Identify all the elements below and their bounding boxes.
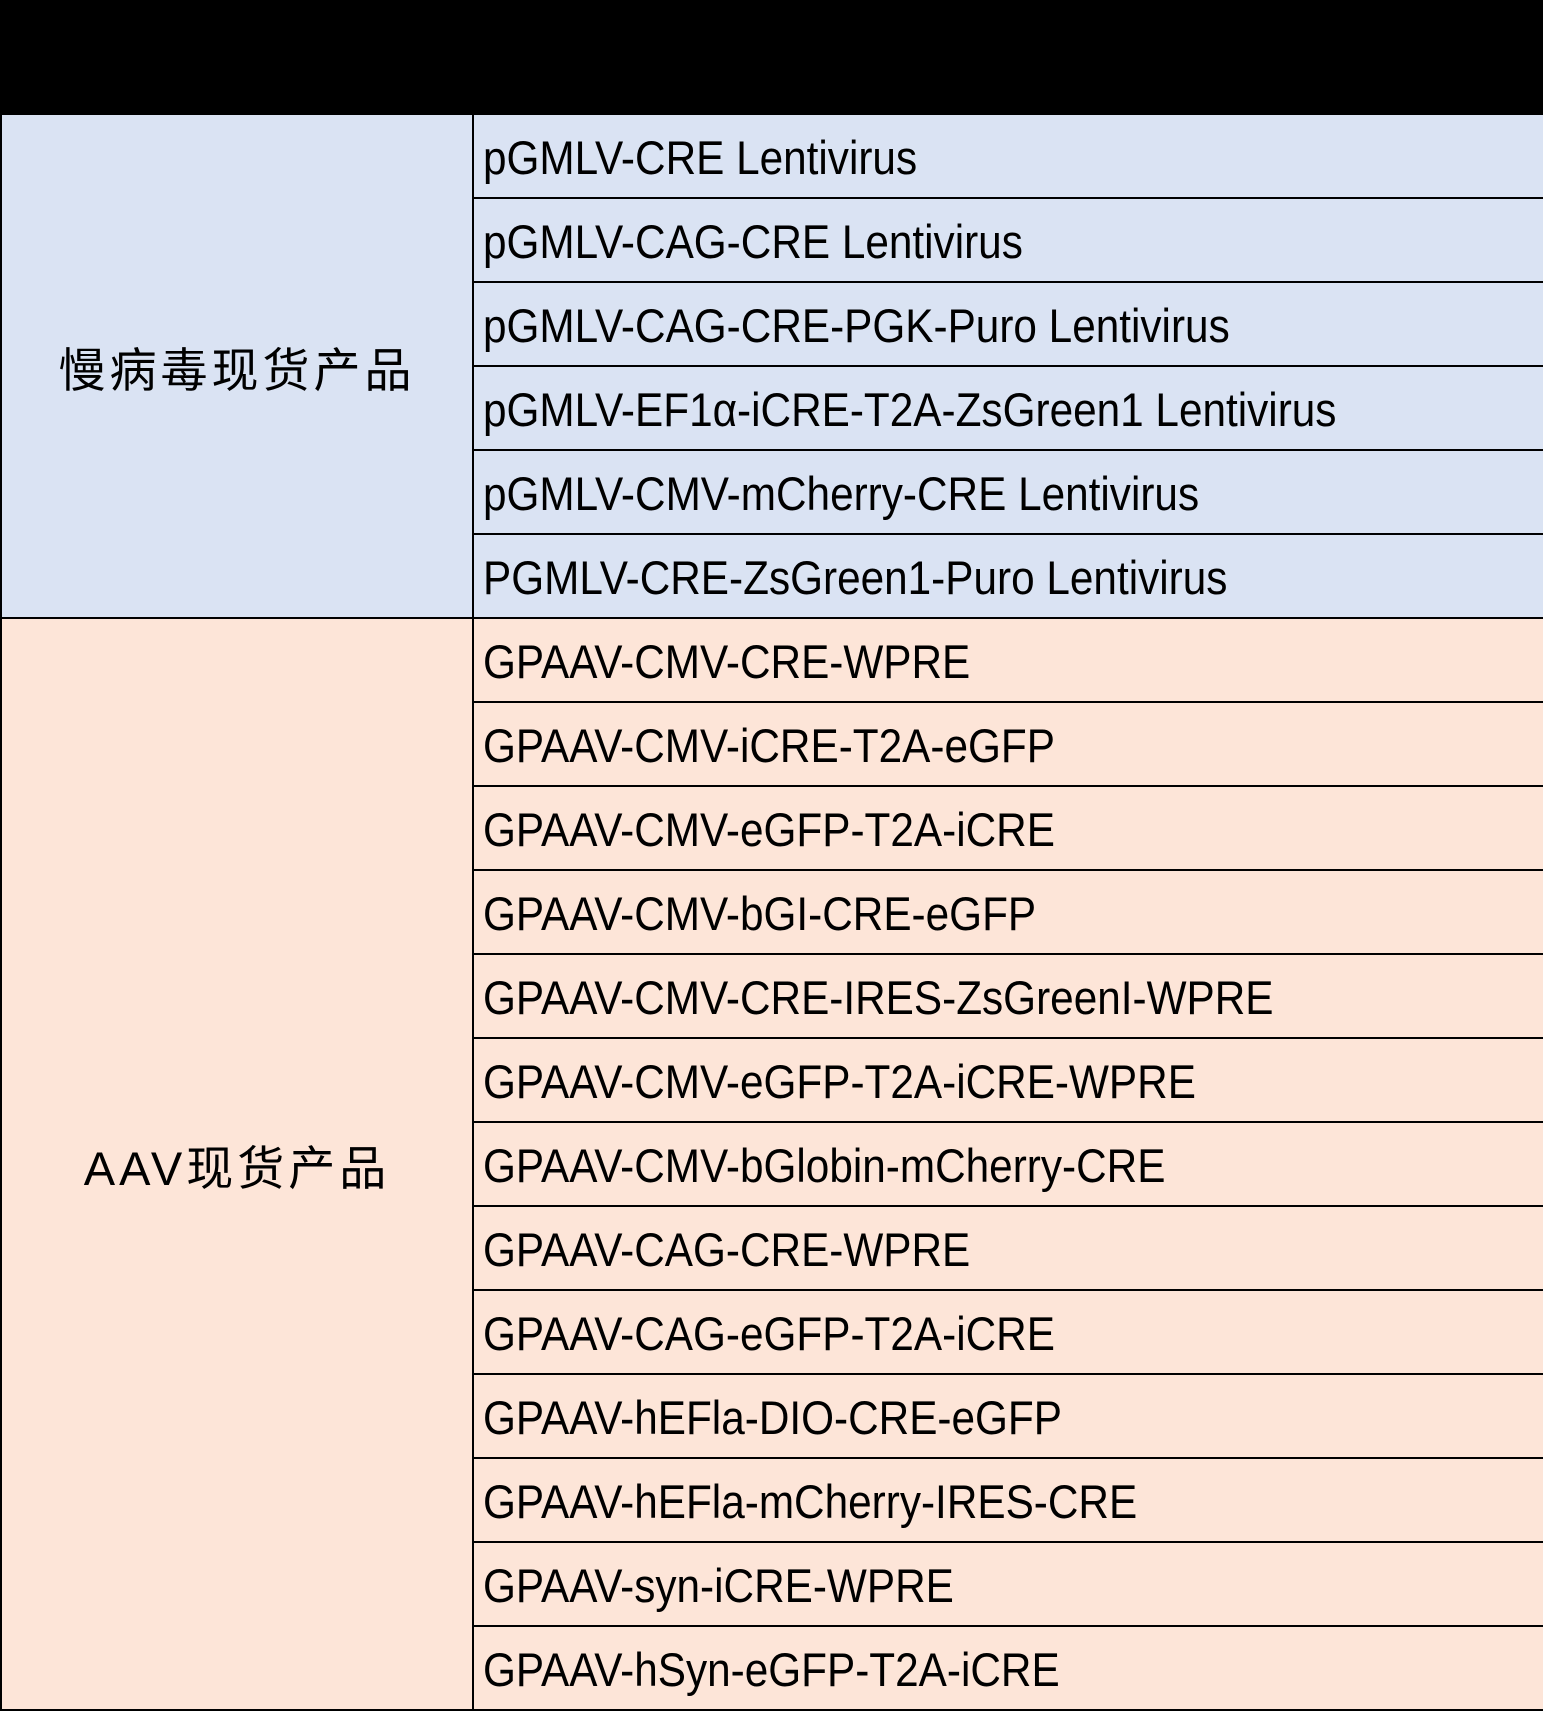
product-name: pGMLV-CMV-mCherry-CRE Lentivirus xyxy=(483,466,1200,520)
table-row: GPAAV-hEFla-DIO-CRE-eGFP xyxy=(474,1375,1543,1459)
product-name: PGMLV-CRE-ZsGreen1-Puro Lentivirus xyxy=(483,550,1228,604)
table-row: GPAAV-CMV-eGFP-T2A-iCRE xyxy=(474,787,1543,871)
table-row: GPAAV-CMV-bGI-CRE-eGFP xyxy=(474,871,1543,955)
product-table: 慢病毒现货产品 pGMLV-CRE Lentivirus pGMLV-CAG-C… xyxy=(0,113,1543,1711)
product-name: GPAAV-hSyn-eGFP-T2A-iCRE xyxy=(483,1642,1060,1696)
product-name: GPAAV-CAG-CRE-WPRE xyxy=(483,1222,971,1276)
product-name: pGMLV-CAG-CRE Lentivirus xyxy=(483,214,1023,268)
product-name: GPAAV-CMV-CRE-IRES-ZsGreenI-WPRE xyxy=(483,970,1274,1024)
group-aav: AAV现货产品 GPAAV-CMV-CRE-WPRE GPAAV-CMV-iCR… xyxy=(2,619,1543,1709)
table-row: GPAAV-hEFla-mCherry-IRES-CRE xyxy=(474,1459,1543,1543)
product-name: GPAAV-CAG-eGFP-T2A-iCRE xyxy=(483,1306,1055,1360)
product-name: pGMLV-CAG-CRE-PGK-Puro Lentivirus xyxy=(483,298,1230,352)
group-label-aav: AAV现货产品 xyxy=(2,619,474,1709)
table-row: GPAAV-CAG-eGFP-T2A-iCRE xyxy=(474,1291,1543,1375)
product-name: GPAAV-CMV-CRE-WPRE xyxy=(483,634,971,688)
table-row: pGMLV-CAG-CRE Lentivirus xyxy=(474,199,1543,283)
table-row: GPAAV-CMV-CRE-WPRE xyxy=(474,619,1543,703)
table-row: PGMLV-CRE-ZsGreen1-Puro Lentivirus xyxy=(474,535,1543,617)
product-name: GPAAV-syn-iCRE-WPRE xyxy=(483,1558,954,1612)
table-row: pGMLV-EF1α-iCRE-T2A-ZsGreen1 Lentivirus xyxy=(474,367,1543,451)
group-label-lentivirus: 慢病毒现货产品 xyxy=(2,115,474,617)
table-row: pGMLV-CRE Lentivirus xyxy=(474,115,1543,199)
table-row: GPAAV-CAG-CRE-WPRE xyxy=(474,1207,1543,1291)
table-row: GPAAV-CMV-eGFP-T2A-iCRE-WPRE xyxy=(474,1039,1543,1123)
table-row: GPAAV-syn-iCRE-WPRE xyxy=(474,1543,1543,1627)
product-name: GPAAV-CMV-bGI-CRE-eGFP xyxy=(483,886,1037,940)
table-row: GPAAV-CMV-iCRE-T2A-eGFP xyxy=(474,703,1543,787)
header-band xyxy=(0,0,1543,114)
table-row: pGMLV-CMV-mCherry-CRE Lentivirus xyxy=(474,451,1543,535)
product-name: GPAAV-CMV-eGFP-T2A-iCRE-WPRE xyxy=(483,1054,1196,1108)
table-row: GPAAV-CMV-CRE-IRES-ZsGreenI-WPRE xyxy=(474,955,1543,1039)
product-name: GPAAV-CMV-iCRE-T2A-eGFP xyxy=(483,718,1055,772)
product-name: pGMLV-CRE Lentivirus xyxy=(483,130,918,184)
aav-items: GPAAV-CMV-CRE-WPRE GPAAV-CMV-iCRE-T2A-eG… xyxy=(474,619,1543,1709)
lentivirus-items: pGMLV-CRE Lentivirus pGMLV-CAG-CRE Lenti… xyxy=(474,115,1543,617)
product-name: GPAAV-CMV-eGFP-T2A-iCRE xyxy=(483,802,1055,856)
table-row: GPAAV-CMV-bGlobin-mCherry-CRE xyxy=(474,1123,1543,1207)
table-row: pGMLV-CAG-CRE-PGK-Puro Lentivirus xyxy=(474,283,1543,367)
product-name: GPAAV-hEFla-DIO-CRE-eGFP xyxy=(483,1390,1062,1444)
product-name: GPAAV-CMV-bGlobin-mCherry-CRE xyxy=(483,1138,1166,1192)
table-row: GPAAV-hSyn-eGFP-T2A-iCRE xyxy=(474,1627,1543,1709)
group-lentivirus: 慢病毒现货产品 pGMLV-CRE Lentivirus pGMLV-CAG-C… xyxy=(2,115,1543,619)
product-name: pGMLV-EF1α-iCRE-T2A-ZsGreen1 Lentivirus xyxy=(483,382,1337,436)
product-name: GPAAV-hEFla-mCherry-IRES-CRE xyxy=(483,1474,1138,1528)
